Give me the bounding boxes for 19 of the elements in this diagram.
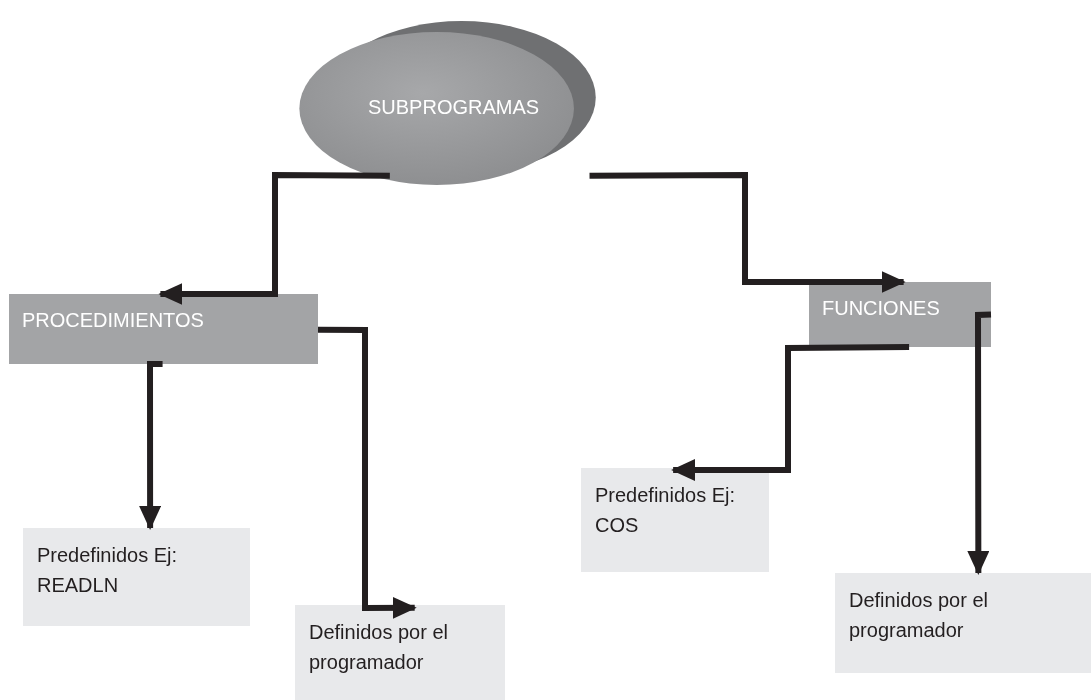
leaf-box bbox=[23, 528, 250, 626]
node-label: PROCEDIMIENTOS bbox=[22, 308, 204, 333]
elbow-arrow bbox=[589, 172, 906, 293]
leaf-box bbox=[581, 468, 769, 572]
elbow-arrow bbox=[671, 344, 910, 482]
elbow-arrow bbox=[317, 326, 417, 619]
category-box bbox=[9, 294, 318, 364]
node-label: Definidos por el programador bbox=[849, 588, 989, 643]
node-label: Predefinidos Ej: COS bbox=[595, 483, 737, 538]
category-box bbox=[809, 282, 991, 347]
leaf-box bbox=[295, 605, 505, 700]
node-label: SUBPROGRAMAS bbox=[368, 95, 540, 120]
node-label: Definidos por el programador bbox=[309, 620, 449, 675]
elbow-arrow bbox=[139, 361, 163, 530]
elbow-arrow bbox=[158, 171, 390, 305]
leaf-box bbox=[835, 573, 1091, 673]
elbow-arrow bbox=[967, 311, 992, 575]
node-label: FUNCIONES bbox=[822, 296, 940, 321]
node-label: Predefinidos Ej: READLN bbox=[37, 543, 179, 598]
